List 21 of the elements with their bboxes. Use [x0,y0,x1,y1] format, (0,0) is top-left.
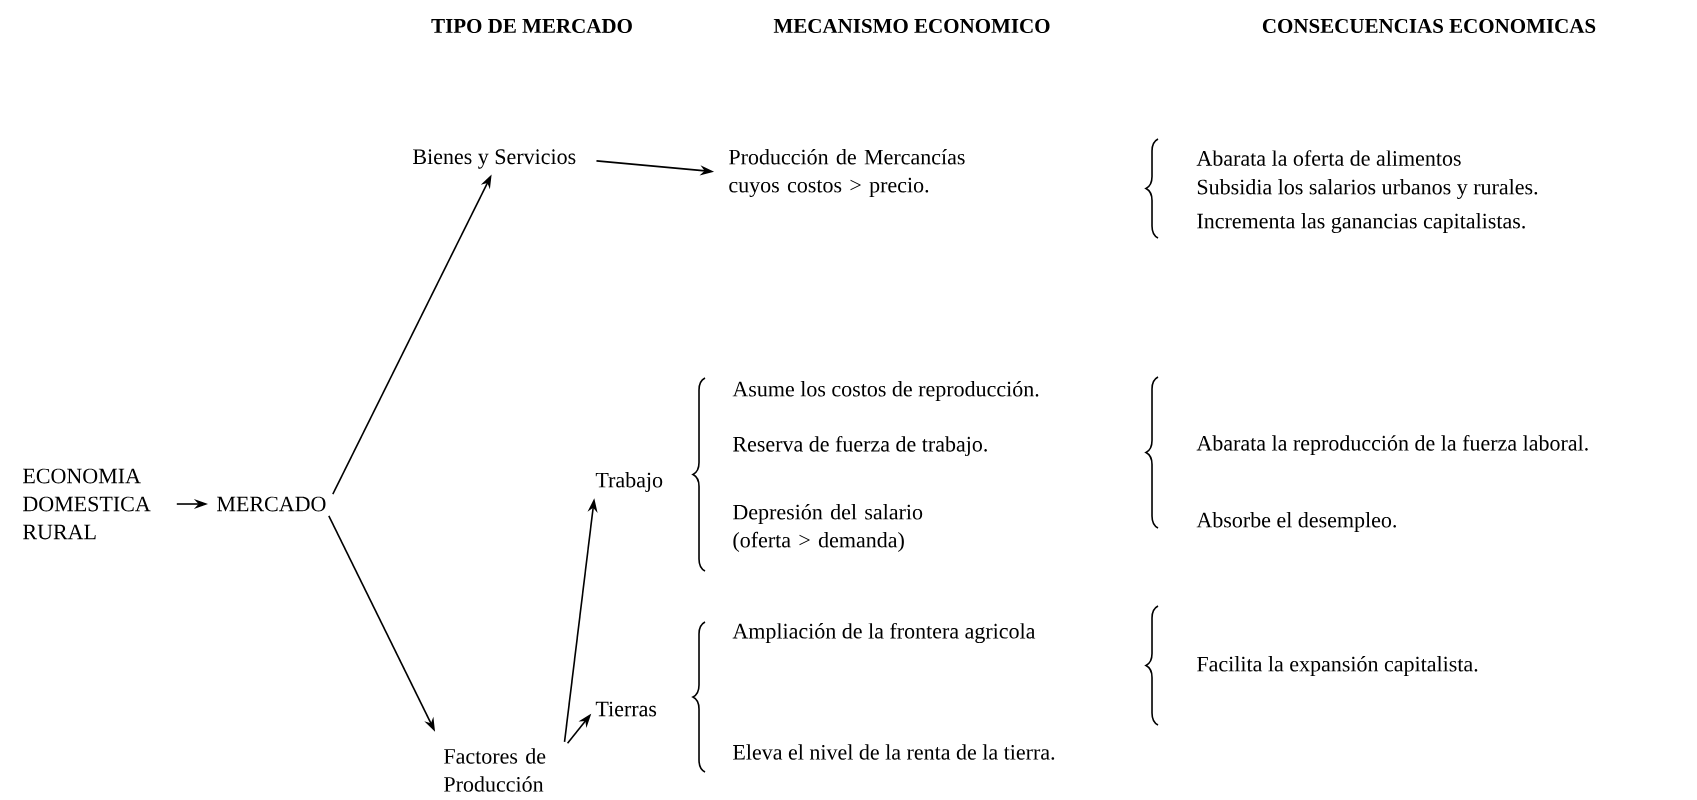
consequence-text: Facilita la expansión capitalista. [1197,656,1478,676]
consequence-text: Abarata la oferta de alimentos [1196,150,1461,166]
stage-text: MERCADO [217,496,326,512]
mechanism-text: Eleva el nivel de la renta de la tierra. [733,744,1055,760]
column-header: CONSECUENCIAS ECONOMICAS [1262,18,1596,34]
mechanism-text: Depresión del salario (oferta > demanda) [733,504,923,552]
market-type-text: Tierras [595,701,657,717]
consequence-text: Abarata la reproducción de la fuerza laboral. [1196,434,1588,456]
mechanism-text: Reserva de fuerza de trabajo. [733,435,987,457]
consequence-text: Incrementa las ganancias capitalistas. [1197,213,1525,233]
consequence-text: Subsidia los salarios urbanos y rurales. [1197,179,1538,199]
stage-text: ECONOMIA DOMESTICA RURAL [23,468,151,540]
mechanism-text: Asume los costos de reproducción. [732,381,1039,401]
market-type-text: Bienes y Servicios [413,149,576,169]
column-header: TIPO DE MERCADO [431,18,632,34]
mechanism-text: Producción de Mercancías cuyos costos > precio. [729,149,965,197]
mechanism-text: Ampliación de la frontera agricola [732,622,1036,644]
market-type-text: Trabajo [595,472,663,492]
column-header: MECANISMO ECONOMICO [773,18,1050,34]
consequence-text: Absorbe el desempleo. [1196,512,1396,532]
market-type-text: Factores de Producción [444,748,546,792]
